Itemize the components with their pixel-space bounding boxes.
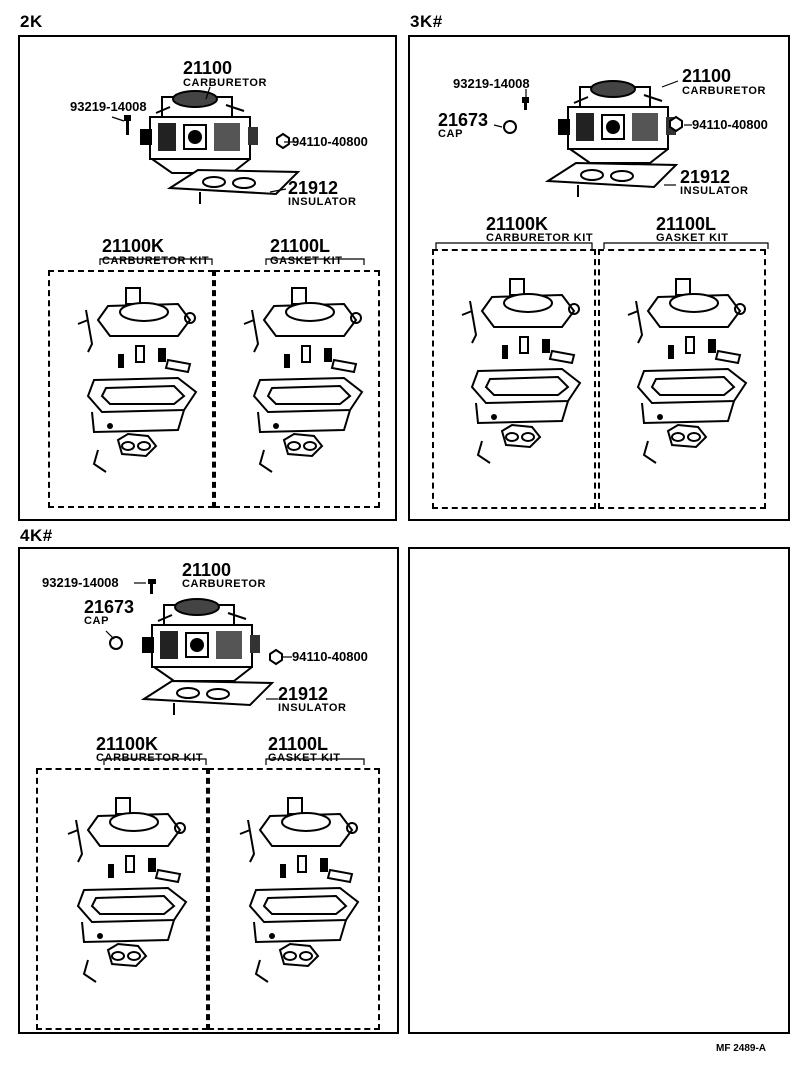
gasket-kit-4k-part-number: 21100L bbox=[268, 734, 329, 754]
cap-4k-icon bbox=[109, 636, 123, 650]
insulator-4k-name: INSULATOR bbox=[278, 702, 347, 714]
gasket-kit-2k-parts bbox=[243, 287, 363, 473]
carburetor-4k-part-number: 21100 bbox=[182, 560, 232, 580]
carburetor-kit-2k-part-number: 21100K bbox=[102, 236, 165, 256]
nut-3k-part-number: 94110-40800 bbox=[692, 117, 768, 132]
panel-empty bbox=[408, 547, 790, 1034]
gasket-kit-4k-box bbox=[208, 768, 380, 1030]
gasket-kit-3k-name: GASKET KIT bbox=[656, 232, 729, 244]
drawing-reference-code: MF 2489-A bbox=[716, 1043, 767, 1054]
cap-4k-part-number: 21673 bbox=[84, 597, 135, 617]
leader-lines-4k bbox=[103, 582, 365, 765]
carburetor-kit-3k-part-number: 21100K bbox=[486, 214, 549, 234]
insulator-4k-part-number: 21912 bbox=[278, 684, 329, 704]
carburetor-kit-4k-parts bbox=[67, 797, 187, 983]
nut-4k-icon bbox=[269, 648, 283, 666]
cap-3k-part-number: 21673 bbox=[438, 110, 489, 130]
carburetor-3k-name: CARBURETOR bbox=[682, 85, 767, 97]
gasket-kit-3k-parts bbox=[627, 278, 747, 464]
gasket-kit-3k-part-number: 21100L bbox=[656, 214, 717, 234]
carburetor-kit-2k-box bbox=[48, 270, 214, 508]
panel-2k-label: 2K bbox=[20, 12, 43, 31]
cap-3k-icon bbox=[503, 120, 517, 134]
carburetor-kit-2k-parts bbox=[77, 287, 197, 473]
panel-4k: 93219-14008 21100 CARBURETOR 21673 CAP 9… bbox=[18, 547, 399, 1034]
insulator-2k-name: INSULATOR bbox=[288, 196, 357, 208]
bolt-3k-icon bbox=[522, 97, 529, 110]
gasket-kit-4k-name: GASKET KIT bbox=[268, 752, 341, 764]
cap-3k-name: CAP bbox=[438, 128, 464, 140]
carburetor-kit-4k-box bbox=[36, 768, 208, 1030]
panel-4k-label: 4K# bbox=[20, 526, 53, 545]
carburetor-2k-name: CARBURETOR bbox=[183, 77, 268, 89]
carburetor-kit-3k-name: CARBURETOR KIT bbox=[486, 232, 594, 244]
carburetor-2k-part-number: 21100 bbox=[183, 58, 233, 78]
leader-lines-3k bbox=[435, 80, 769, 249]
nut-4k-part-number: 94110-40800 bbox=[292, 649, 368, 664]
carburetor-4k-name: CARBURETOR bbox=[182, 578, 267, 590]
panel-3k-label: 3K# bbox=[410, 12, 443, 31]
bolt-3k-part-number: 93219-14008 bbox=[453, 76, 530, 91]
carburetor-kit-3k-box bbox=[432, 249, 596, 509]
bolt-4k-part-number: 93219-14008 bbox=[42, 575, 119, 590]
panel-2k: 21100 CARBURETOR 93219-14008 94110-40800… bbox=[18, 35, 397, 521]
gasket-kit-2k-part-number: 21100L bbox=[270, 236, 331, 256]
carburetor-kit-4k-part-number: 21100K bbox=[96, 734, 159, 754]
insulator-3k-part-number: 21912 bbox=[680, 167, 731, 187]
gasket-kit-4k-parts bbox=[239, 797, 359, 983]
nut-2k-part-number: 94110-40800 bbox=[292, 134, 368, 149]
bolt-4k-icon bbox=[148, 579, 156, 594]
bolt-2k-part-number: 93219-14008 bbox=[70, 99, 147, 114]
gasket-kit-3k-box bbox=[598, 249, 766, 509]
cap-4k-name: CAP bbox=[84, 615, 110, 627]
panel-3k: 93219-14008 21100 CARBURETOR 21673 CAP 9… bbox=[408, 35, 790, 521]
carburetor-3k-part-number: 21100 bbox=[682, 66, 732, 86]
leader-lines-2k bbox=[99, 86, 365, 265]
gasket-kit-2k-box bbox=[214, 270, 380, 508]
insulator-3k-name: INSULATOR bbox=[680, 185, 749, 197]
gasket-kit-2k-name: GASKET KIT bbox=[270, 255, 343, 267]
carburetor-kit-4k-name: CARBURETOR KIT bbox=[96, 752, 204, 764]
insulator-2k-part-number: 21912 bbox=[288, 178, 339, 198]
nut-2k-icon bbox=[276, 132, 290, 150]
carburetor-kit-2k-name: CARBURETOR KIT bbox=[102, 255, 210, 267]
bolt-2k-icon bbox=[124, 115, 131, 135]
carburetor-kit-3k-parts bbox=[461, 278, 581, 464]
nut-3k-icon bbox=[669, 115, 683, 133]
